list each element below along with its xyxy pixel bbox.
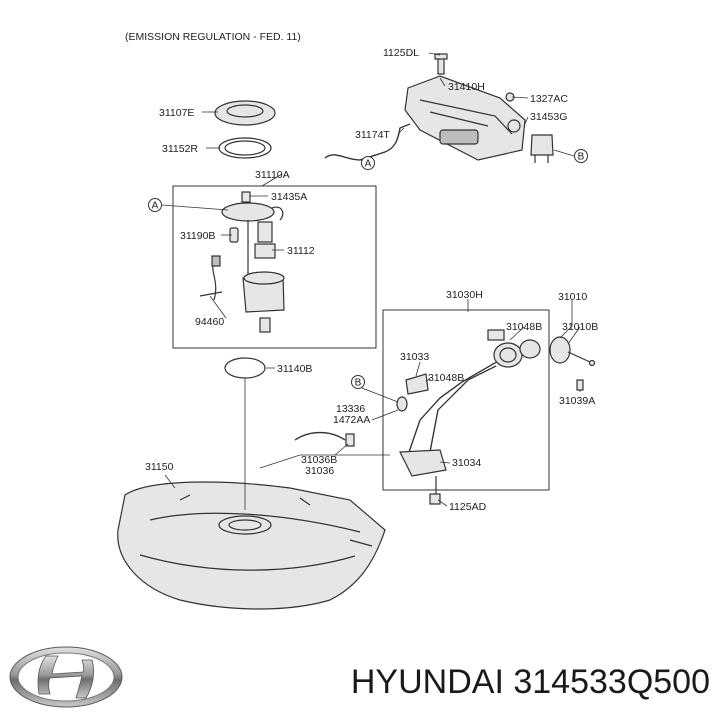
pump-cover-plate — [214, 100, 276, 126]
label-31039a: 31039A — [559, 395, 595, 407]
label-31410h: 31410H — [448, 81, 485, 93]
label-31048b-top: 31048B — [506, 321, 542, 333]
callout-a-lower: A — [148, 198, 229, 212]
label-31174t: 31174T — [355, 129, 390, 141]
filler-neck-box — [382, 309, 550, 491]
fuel-pump-module-box — [172, 185, 377, 349]
canister-assembly — [404, 53, 554, 163]
fuel-filler-cap — [549, 336, 596, 367]
label-31036: 31036 — [305, 465, 334, 477]
label-31112: 31112 — [287, 245, 315, 257]
label-31150: 31150 — [145, 461, 174, 473]
label-31048b-mid: 31048B — [428, 372, 464, 384]
brand-part-number: HYUNDAI 314533Q500 — [300, 658, 710, 706]
hose-clamp-1472aa — [345, 433, 355, 447]
oring-31140b — [224, 357, 266, 379]
hyundai-logo-icon — [9, 646, 123, 708]
label-31036b: 31036B — [301, 454, 337, 466]
label-31152r: 31152R — [162, 143, 198, 155]
label-31010: 31010 — [558, 291, 587, 303]
callout-a-upper: A — [361, 156, 375, 170]
label-94460: 94460 — [195, 316, 224, 328]
fuel-pump-module — [199, 191, 285, 333]
label-13336: 13336 — [336, 403, 365, 415]
filler-neck-assembly — [399, 329, 541, 505]
screw-31039a — [576, 379, 584, 391]
svg-text:A: A — [152, 201, 159, 212]
brand-name: HYUNDAI — [350, 663, 504, 701]
label-1327ac: 1327AC — [530, 93, 568, 105]
emission-regulation-header: (EMISSION REGULATION - FED. 11) — [125, 31, 301, 43]
label-1472aa: 1472AA — [333, 414, 370, 426]
svg-text:B: B — [355, 378, 362, 389]
callout-b-lower: B — [351, 375, 399, 403]
callout-b-upper: B — [553, 149, 588, 163]
leader-lines — [164, 52, 581, 510]
clamp-13336 — [396, 396, 408, 412]
label-31190b: 31190B — [180, 230, 215, 242]
label-31110a: 31110A — [255, 169, 290, 181]
svg-text:A: A — [365, 159, 372, 170]
pump-gasket-ring — [218, 137, 272, 159]
label-1125ad: 1125AD — [449, 501, 487, 513]
svg-text:B: B — [578, 152, 585, 163]
label-31030h: 31030H — [446, 289, 483, 301]
label-1125dl: 1125DL — [383, 47, 419, 59]
label-31435a: 31435A — [271, 191, 307, 203]
label-31453g: 31453G — [530, 111, 567, 123]
label-31140b: 31140B — [277, 363, 312, 375]
label-31034: 31034 — [452, 457, 481, 469]
label-31107e: 31107E — [159, 107, 194, 119]
part-number: 314533Q500 — [513, 663, 710, 701]
fuel-tank-31150 — [117, 481, 386, 610]
label-31033: 31033 — [400, 351, 429, 363]
label-31010b: 31010B — [562, 321, 598, 333]
